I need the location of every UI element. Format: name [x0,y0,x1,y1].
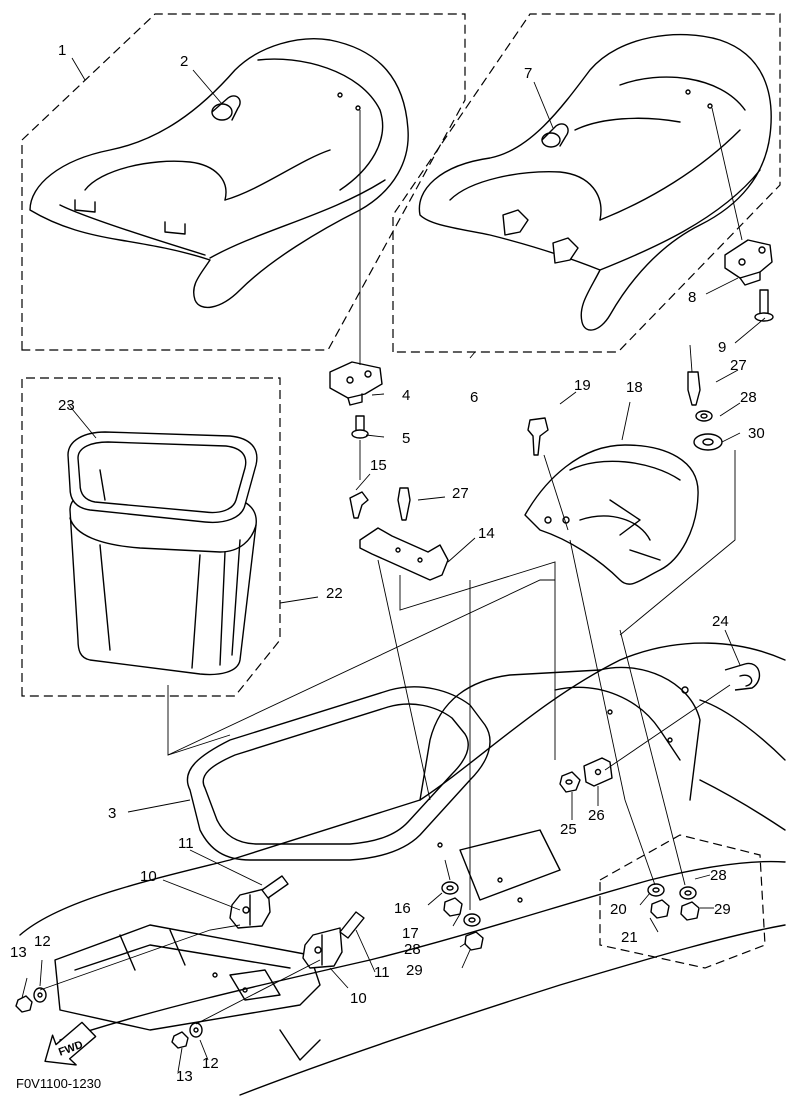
callout-1: 1 [58,42,66,59]
u-bolt-24 [724,662,761,691]
group-box-storage-bucket [21,377,281,697]
nut-29-lower [464,931,484,951]
nut-13-left [15,995,33,1013]
callout-26: 26 [588,807,605,824]
washer-12-bottom [189,1022,203,1038]
callout-23: 23 [58,397,75,414]
nut-25 [559,771,581,793]
washer-12-left [33,987,47,1003]
cover-18 [524,444,699,585]
bracket-10-right [302,927,343,969]
callout-2: 2 [180,53,188,70]
callout-19: 19 [574,377,591,394]
callout-8: 8 [688,289,696,306]
callout-13b: 13 [176,1068,193,1085]
callout-5: 5 [402,430,410,447]
callout-15: 15 [370,457,387,474]
bracket-4 [329,361,383,406]
collar-30 [693,433,723,451]
callout-18: 18 [626,379,643,396]
bolt-15 [349,491,369,519]
callout-14: 14 [478,525,495,542]
callout-27b: 27 [452,485,469,502]
callout-11b: 11 [374,964,390,981]
rear-seat [418,33,772,331]
nut-21 [650,899,670,919]
washer-28-lower [463,913,481,927]
callout-4: 4 [402,387,410,404]
callout-21: 21 [621,929,638,946]
washer-16 [441,881,459,895]
callout-6: 6 [470,389,478,406]
callout-12a: 12 [34,933,51,950]
screw-27-right [687,371,701,406]
callout-30: 30 [748,425,765,442]
callout-9: 9 [718,339,726,356]
callout-28c: 28 [710,867,727,884]
callout-28a: 28 [740,389,757,406]
callout-10b: 10 [350,990,367,1007]
screw-5 [351,415,369,439]
bolt-19 [527,417,549,456]
bolt-11-upper [261,875,289,899]
group-box-rear-hardware [599,834,766,969]
callout-10a: 10 [140,868,157,885]
hull-body [19,642,786,1096]
washer-28-upper [695,410,713,422]
group-box-front-seat [21,13,466,351]
callout-17: 17 [402,925,419,942]
callout-29b: 29 [714,901,731,918]
storage-bucket [69,488,257,676]
callout-25: 25 [560,821,577,838]
nut-17 [443,897,463,917]
fwd-arrow-icon [44,1021,97,1066]
callout-11a: 11 [178,835,194,852]
callout-3: 3 [108,805,116,822]
plate-26 [583,757,613,787]
callout-16: 16 [394,900,411,917]
leader-lines [21,57,766,1073]
callout-22: 22 [326,585,343,602]
callout-labels: 1 2 3 4 5 6 7 8 9 10 10 11 11 12 12 13 1… [10,42,765,1091]
callout-20: 20 [610,901,627,918]
diagram-code: F0V1100-1230 [16,1076,101,1091]
callout-28b: 28 [404,941,421,958]
callout-7: 7 [524,65,532,82]
bucket-seal [67,431,258,524]
callout-12b: 12 [202,1055,219,1072]
callout-27a: 27 [730,357,747,374]
group-box-rear-seat [392,13,781,353]
bolt-9 [754,289,774,322]
nut-13-bottom [171,1031,189,1049]
callout-29a: 29 [406,962,423,979]
bolt-11-lower [339,911,365,939]
callout-13a: 13 [10,944,27,961]
washer-20 [647,883,665,897]
screw-27-upper [397,487,411,521]
bracket-14 [359,527,449,581]
bracket-8 [724,239,773,286]
seat-gasket [186,686,491,861]
callout-24: 24 [712,613,729,630]
bracket-10-left [229,887,271,929]
nut-29-right [680,901,700,921]
washer-28-right [679,886,697,900]
